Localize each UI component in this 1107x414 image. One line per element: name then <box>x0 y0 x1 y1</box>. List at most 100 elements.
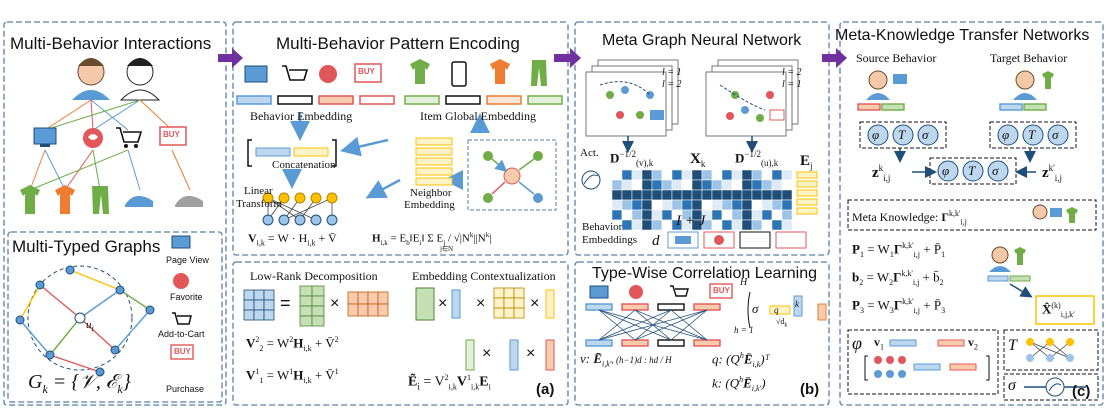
heatmap-cell <box>711 209 723 221</box>
phi-node-2: φ <box>1002 127 1010 142</box>
linear-label-1: Linear <box>244 185 273 197</box>
heatmap-cell <box>681 189 693 201</box>
graph-legend-icons <box>170 235 194 360</box>
legend-favorite: Favorite <box>170 292 203 302</box>
heatmap-cell <box>611 179 623 191</box>
concat-bar <box>247 139 337 167</box>
H-label: H <box>740 277 748 288</box>
d-v-matrix: D−1/2(v),k <box>610 149 654 168</box>
heatmap-cell <box>741 169 753 181</box>
neighbor-label-2: Embedding <box>404 199 455 211</box>
t-module-label: T <box>1008 337 1017 354</box>
t-node-2: T <box>1028 127 1036 142</box>
panel-a-label: (a) <box>536 381 555 398</box>
panel-c-label: (c) <box>1072 383 1091 400</box>
behavior-embedding-bars <box>236 95 395 105</box>
heatmap-cell <box>761 219 773 231</box>
buy-icon-label-4: BUY <box>713 286 730 295</box>
heatmap-cell <box>611 209 623 221</box>
legend-page-view: Page View <box>166 255 209 265</box>
heatmap-cell <box>711 219 723 231</box>
z-k-label: zki,j <box>872 163 891 183</box>
heatmap-cell <box>721 169 733 181</box>
heatmap-cell <box>681 179 693 191</box>
heatmap-cell <box>721 189 733 201</box>
heatmap-cell <box>661 179 673 191</box>
target-user <box>1013 70 1054 100</box>
sigma-module <box>1003 373 1099 401</box>
behavior-embedding-label: Behavior Embedding <box>250 109 353 123</box>
item-global-embedding-label: Item Global Embedding <box>420 109 536 123</box>
buy-icon-label-2: BUY <box>174 347 191 356</box>
heatmap-cell <box>681 199 693 211</box>
layer-l2-right: l = 2 <box>782 67 802 78</box>
meta-graph-layers <box>585 59 799 137</box>
heatmap-cell <box>611 189 623 201</box>
heatmap-cell <box>741 209 753 221</box>
multi-typed-graph <box>15 265 155 377</box>
d-label: d <box>652 233 660 249</box>
transfer-bars <box>857 103 1047 111</box>
heatmap-cell <box>691 189 703 201</box>
heatmap-cell <box>761 209 773 221</box>
heatmap-cell <box>711 189 723 201</box>
v2-label: v2 <box>968 335 978 352</box>
heatmap-cell <box>611 169 623 181</box>
heatmap-cell <box>621 169 633 181</box>
interaction-edges <box>29 99 191 191</box>
heatmap-cell <box>771 169 783 181</box>
user-icon-right <box>119 58 161 101</box>
neighbor-stack <box>415 137 453 186</box>
buy-icon-label-1: BUY <box>163 130 180 139</box>
target-user-2 <box>987 246 1033 298</box>
heatmap-cell <box>661 219 673 231</box>
neighbor-label-1: Neighbor <box>410 187 452 199</box>
heatmap-cell <box>661 199 673 211</box>
heatmap-cell <box>701 169 713 181</box>
source-user <box>866 70 907 100</box>
heatmap-cell <box>721 209 733 221</box>
heatmap-cell <box>761 189 773 201</box>
panel-frames <box>3 21 1104 406</box>
v1-equation: V11 = W1Hi,k + V̄1 <box>246 367 339 385</box>
t-node-3: T <box>968 163 976 178</box>
node-ui: ui <box>86 319 94 334</box>
heatmap-cell <box>741 179 753 191</box>
heatmap-cell <box>691 199 703 211</box>
layer-l1-right: l = 1 <box>782 79 802 90</box>
heatmap-cell <box>761 179 773 191</box>
heatmap-cell <box>771 219 783 231</box>
v-equation: Vi,k = W · Hi,k + V̄ <box>248 231 337 248</box>
t-node-1: T <box>898 127 906 142</box>
heatmap-cell <box>611 199 623 211</box>
target-behavior-label: Target Behavior <box>990 51 1068 65</box>
linear-label-2: Transform <box>236 198 283 210</box>
legend-purchase: Purchase <box>166 384 205 394</box>
heatmap-cell <box>641 209 653 221</box>
times-sign-5: × <box>482 345 492 362</box>
heatmap-cell <box>671 169 683 181</box>
v-projection: v: Ēi,k', (h−1)d : hd / H <box>580 351 672 369</box>
low-rank-grids <box>243 285 555 371</box>
heatmap-cell <box>751 209 763 221</box>
graphs-title: Multi-Typed Graphs <box>12 237 161 256</box>
heatmap-cell <box>671 189 683 201</box>
h1-label: h = 1 <box>734 325 754 335</box>
attention-formula-shapes <box>747 291 827 329</box>
heatmap-cell <box>631 219 643 231</box>
sum-subscript: j∈N <box>440 245 454 253</box>
xhat-box <box>1035 295 1095 325</box>
layer-l1-left: l = 1 <box>662 67 682 78</box>
heatmap-cell <box>641 189 653 201</box>
ei-equation: Ẽi = V2i,kV1i,kEi <box>408 373 491 392</box>
heatmap-cell <box>731 179 743 191</box>
item-embedding-bars <box>404 95 563 105</box>
behavior-icons-row <box>33 126 187 148</box>
heatmap-cell <box>711 169 723 181</box>
attention-sigma: σ <box>752 301 759 316</box>
h-equation: Hi,k = Eb‖Ei‖ Σ Ej / √|Nk||Nk| <box>372 231 492 247</box>
buy-icon-label-3: BUY <box>358 67 375 76</box>
p1-equation: P1 = W1Γk,k'i,j + P̄1 <box>852 241 946 259</box>
legend-add-to-cart: Add-to-Cart <box>158 329 205 339</box>
interactions-title: Multi-Behavior Interactions <box>10 34 212 53</box>
